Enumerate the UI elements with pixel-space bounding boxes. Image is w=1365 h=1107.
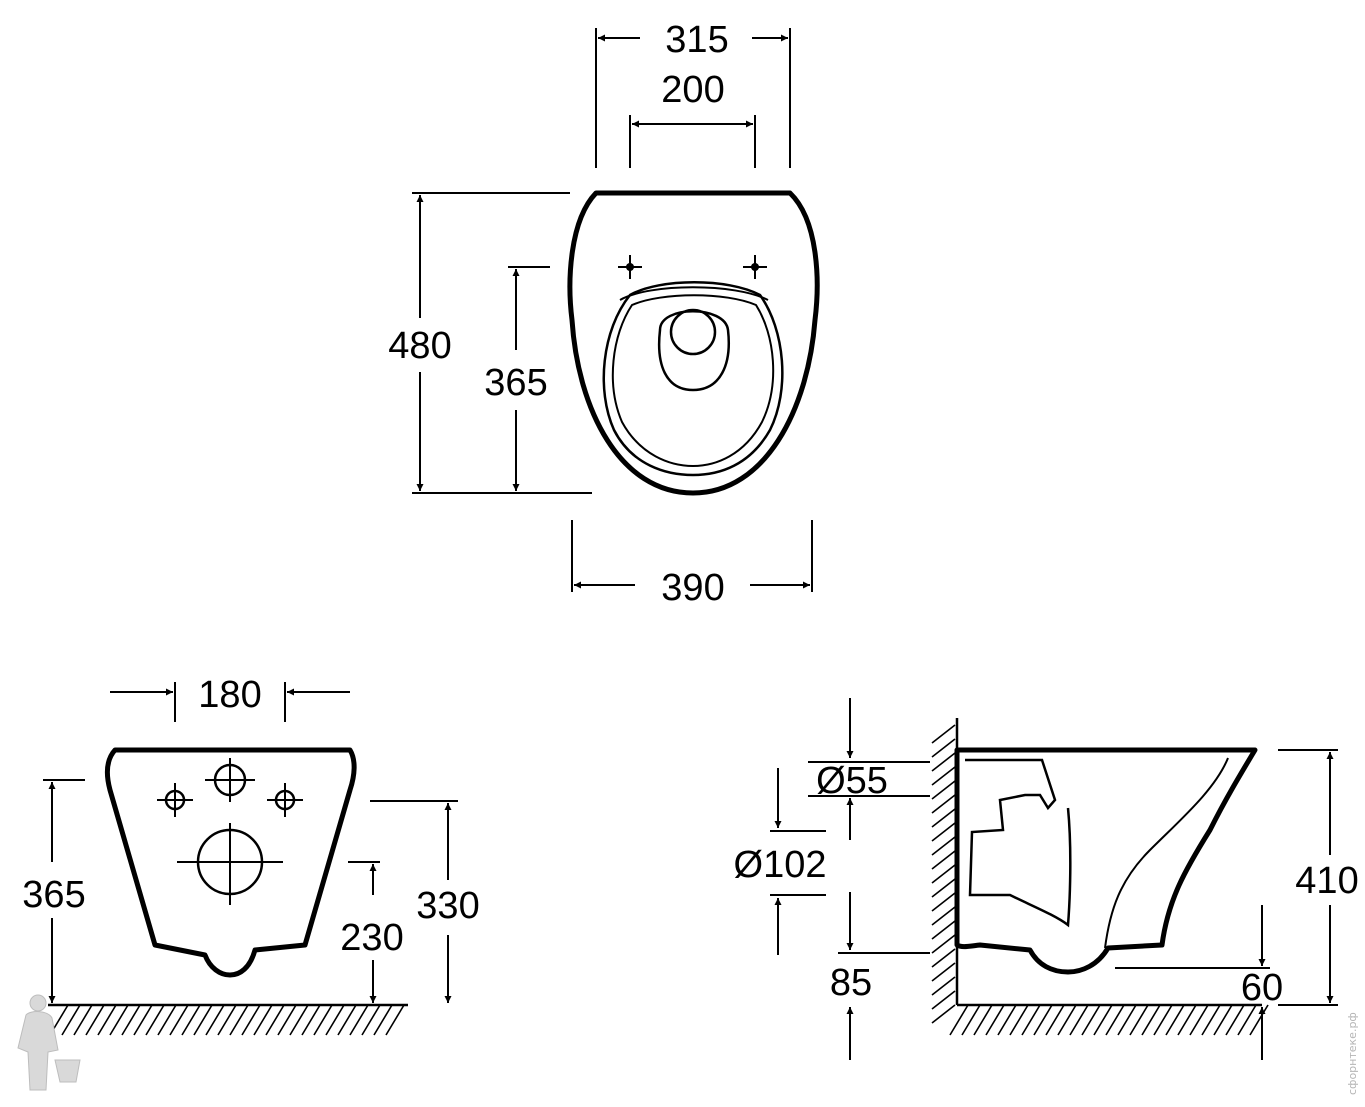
bowl-outlet [657, 310, 730, 392]
bowl-top-outline [567, 190, 820, 496]
front-view: 180 365 230 330 [22, 674, 480, 1036]
dim-85: 85 [830, 962, 872, 1004]
dim-365-front: 365 [22, 874, 85, 916]
dim-330: 330 [416, 885, 479, 927]
dim-230: 230 [340, 917, 403, 959]
watermark-logo [17, 994, 81, 1091]
top-view: 315 200 480 365 390 [388, 19, 820, 609]
dim-480: 480 [388, 325, 451, 367]
front-outline [104, 747, 357, 978]
dim-365-top: 365 [484, 362, 547, 404]
dim-315: 315 [665, 19, 728, 61]
rim-arc [619, 286, 769, 301]
dim-60: 60 [1241, 967, 1283, 1009]
dim-200: 200 [661, 69, 724, 111]
watermark-text: сфорнтеке.рф [1346, 1012, 1359, 1095]
inner-rim [602, 281, 784, 477]
floor-hatch [949, 1003, 1269, 1036]
dim-410: 410 [1295, 860, 1358, 902]
side-outline [954, 747, 1258, 975]
fixing-hole-right-icon [267, 783, 303, 817]
fixing-hole-left-icon [618, 255, 642, 279]
wall-hatch [931, 718, 959, 1024]
inlet-icon [205, 758, 255, 802]
inner-rim-inner [611, 294, 775, 468]
dim-180: 180 [198, 674, 261, 716]
fixing-hole-right-icon [743, 255, 767, 279]
outlet-hole [669, 308, 717, 356]
fixing-hole-left-icon [157, 783, 193, 817]
dim-390: 390 [661, 567, 724, 609]
side-view: Ø55 Ø102 85 60 410 [734, 698, 1359, 1060]
outlet-icon [177, 823, 283, 905]
dim-dia55: Ø55 [816, 760, 888, 802]
trap-line [965, 758, 1072, 928]
bowl-inner-line [1104, 757, 1229, 949]
dim-dia102: Ø102 [734, 844, 827, 886]
floor-hatch [48, 1003, 408, 1036]
